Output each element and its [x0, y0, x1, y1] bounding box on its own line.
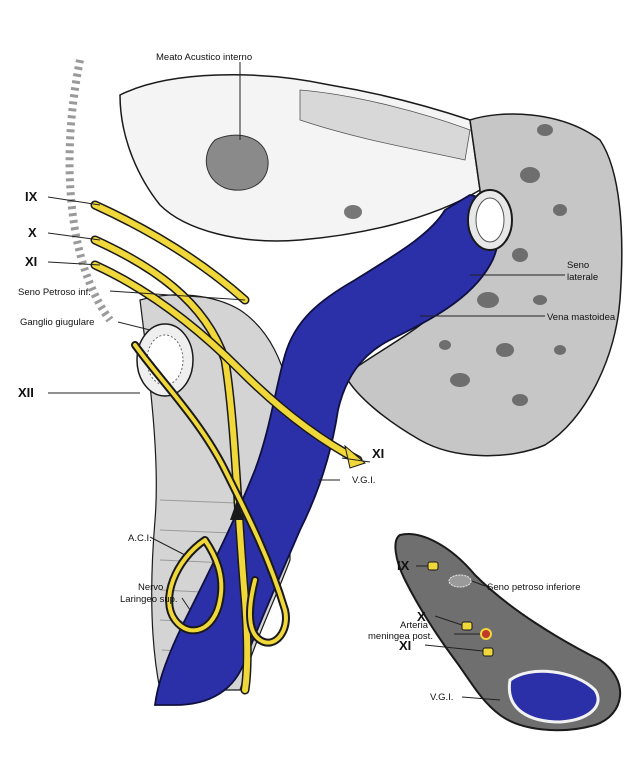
label-nervo-1: Nervo	[138, 582, 163, 593]
inset-label-seno: Seno petroso inferiore	[487, 582, 580, 593]
small-foramen	[344, 205, 362, 219]
inset-label-vgi: V.G.I.	[430, 692, 453, 703]
label-aci: A.C.I.	[128, 533, 152, 544]
label-ganglio: Ganglio giugulare	[20, 317, 94, 328]
label-vgi: V.G.I.	[352, 475, 375, 486]
inset-label-arteria-1: Arteria	[400, 620, 429, 631]
label-vena-mastoidea: Vena mastoidea	[547, 312, 616, 323]
inset-label-xi: XI	[399, 638, 411, 653]
inset-meningeal-artery	[481, 629, 491, 639]
label-ix: IX	[25, 189, 38, 204]
label-xi-arrow: XI	[372, 446, 384, 461]
inset-nerve-xi	[483, 648, 493, 656]
internal-auditory-meatus	[206, 135, 268, 190]
label-seno-laterale-2: laterale	[567, 272, 598, 283]
label-seno-petroso: Seno Petroso inf.	[18, 287, 91, 298]
inset-nerve-x	[462, 622, 472, 630]
nerve-xi-arrowhead	[345, 446, 365, 468]
label-xi: XI	[25, 254, 37, 269]
lateral-sinus-lumen	[476, 198, 504, 242]
label-xii: XII	[18, 385, 34, 400]
occipital-edge	[70, 60, 110, 320]
label-x: X	[28, 225, 37, 240]
inset-cross-section: IX Seno petroso inferiore X Arteria meni…	[368, 534, 620, 730]
label-nervo-2: Laringeo sup.	[120, 594, 178, 605]
label-seno-laterale-1: Seno	[567, 260, 589, 271]
inset-nerve-ix	[428, 562, 438, 570]
inset-label-ix: IX	[397, 558, 410, 573]
inset-inferior-petrosal-sinus	[449, 575, 471, 587]
label-meato: Meato Acustico interno	[156, 52, 252, 63]
